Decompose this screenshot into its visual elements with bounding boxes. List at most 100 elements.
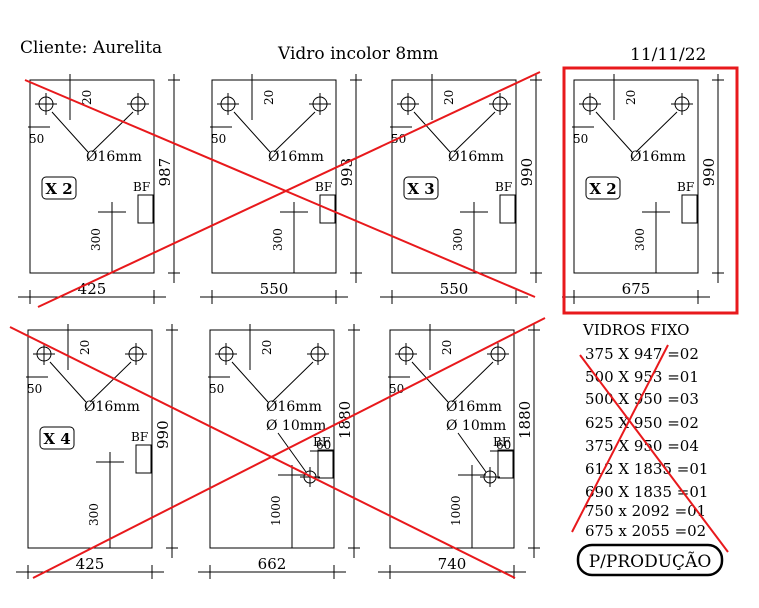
lock-height-dimension: 300 — [89, 228, 103, 251]
bf-box — [499, 194, 516, 224]
width-dimension: 740 — [438, 555, 467, 573]
hole2-diameter-label: Ø 10mm — [266, 418, 326, 434]
panel-outline — [29, 79, 155, 274]
panel-outline — [209, 329, 335, 549]
height-dimension: 1880 — [516, 401, 534, 439]
order-date: 11/11/22 — [630, 45, 706, 65]
width-dimension: 550 — [440, 280, 469, 298]
leader-line — [91, 111, 134, 153]
leader-line — [413, 111, 451, 153]
bf-box — [135, 444, 152, 474]
bf-label: BF — [313, 435, 330, 449]
quantity-label: X 3 — [407, 180, 434, 198]
fixed-list-strike-line — [579, 354, 729, 553]
fixed-glass-item: 375 X 947 =02 — [585, 345, 699, 363]
hole-diameter-label: Ø16mm — [86, 149, 142, 165]
hole-diameter-label: Ø16mm — [268, 149, 324, 165]
leader-line — [273, 111, 316, 153]
hole-top-dimension: 20 — [262, 90, 276, 105]
hole2-offset-dimension: 60 — [496, 438, 511, 452]
leader-line — [89, 361, 132, 403]
width-dimension: 550 — [260, 280, 289, 298]
bf-box — [137, 194, 154, 224]
fixed-glass-item: 612 X 1835 =01 — [585, 460, 708, 478]
strike-line — [9, 326, 516, 579]
hole-top-dimension: 20 — [442, 90, 456, 105]
leader-line — [457, 432, 487, 473]
bf-label: BF — [131, 430, 148, 444]
hole-diameter-label: Ø16mm — [84, 399, 140, 415]
leader-line — [231, 361, 269, 403]
quantity-label: X 2 — [589, 180, 616, 198]
client-name: Cliente: Aurelita — [20, 38, 162, 58]
leader-line — [277, 432, 307, 473]
panel-outline — [573, 79, 699, 274]
leader-line — [49, 361, 87, 403]
width-dimension: 425 — [76, 555, 105, 573]
production-label: P/PRODUÇÃO — [589, 551, 712, 572]
fixed-glass-item: 675 x 2055 =02 — [585, 522, 706, 540]
fixed-glass-item: 375 X 950 =04 — [585, 437, 699, 455]
fixed-glass-title: VIDROS FIXO — [582, 321, 689, 339]
lock-height-dimension: 300 — [271, 228, 285, 251]
lock-height-dimension: 1000 — [269, 495, 283, 526]
panel-outline — [391, 79, 517, 274]
leader-line — [595, 111, 633, 153]
leader-line — [451, 361, 494, 403]
quantity-badge — [39, 426, 75, 450]
leader-line — [233, 111, 271, 153]
hole-diameter-label: Ø16mm — [446, 399, 502, 415]
panel-outline — [211, 79, 337, 274]
bf-label: BF — [677, 180, 694, 194]
fixed-glass-item: 750 x 2092 =01 — [585, 502, 706, 520]
fixed-glass-item: 690 X 1835 =01 — [585, 483, 708, 501]
bf-label: BF — [315, 180, 332, 194]
quantity-badge — [585, 176, 621, 200]
fixed-glass-item: 625 X 950 =02 — [585, 414, 699, 432]
height-dimension: 990 — [700, 158, 718, 187]
glass-material: Vidro incolor 8mm — [277, 44, 438, 64]
bf-label: BF — [493, 435, 510, 449]
hole-top-dimension: 20 — [78, 340, 92, 355]
height-dimension: 990 — [154, 420, 172, 449]
bf-label: BF — [495, 180, 512, 194]
fixed-glass-item: 500 X 950 =03 — [585, 390, 699, 408]
quantity-badge — [403, 176, 439, 200]
strike-marks — [9, 71, 546, 579]
hole-diameter-label: Ø16mm — [630, 149, 686, 165]
fixed-list-strike-line — [571, 344, 669, 533]
hole-diameter-label: Ø16mm — [448, 149, 504, 165]
hole-offset-dimension: 50 — [27, 382, 42, 396]
quantity-label: X 4 — [43, 430, 70, 448]
strike-line — [32, 317, 546, 579]
leader-line — [51, 111, 89, 153]
quantity-badge — [41, 176, 77, 200]
lock-height-dimension: 300 — [87, 503, 101, 526]
bf-box — [681, 194, 698, 224]
hole-top-dimension: 20 — [624, 90, 638, 105]
bf-box — [497, 449, 514, 479]
hole2-diameter-label: Ø 10mm — [446, 418, 506, 434]
width-dimension: 662 — [258, 555, 287, 573]
hole-offset-dimension: 50 — [573, 132, 588, 146]
hole-top-dimension: 20 — [440, 340, 454, 355]
hole-top-dimension: 20 — [80, 90, 94, 105]
width-dimension: 675 — [622, 280, 651, 298]
strike-line — [24, 79, 536, 298]
lock-height-dimension: 1000 — [449, 495, 463, 526]
panel-outline — [389, 329, 515, 549]
leader-line — [635, 111, 678, 153]
lock-height-dimension: 300 — [633, 228, 647, 251]
fixed-glass-list: VIDROS FIXO 375 X 947 =02 500 X 953 =01 … — [571, 321, 729, 553]
hole-offset-dimension: 50 — [209, 382, 224, 396]
strike-line — [37, 71, 541, 308]
leader-line — [271, 361, 314, 403]
hole-offset-dimension: 50 — [211, 132, 226, 146]
